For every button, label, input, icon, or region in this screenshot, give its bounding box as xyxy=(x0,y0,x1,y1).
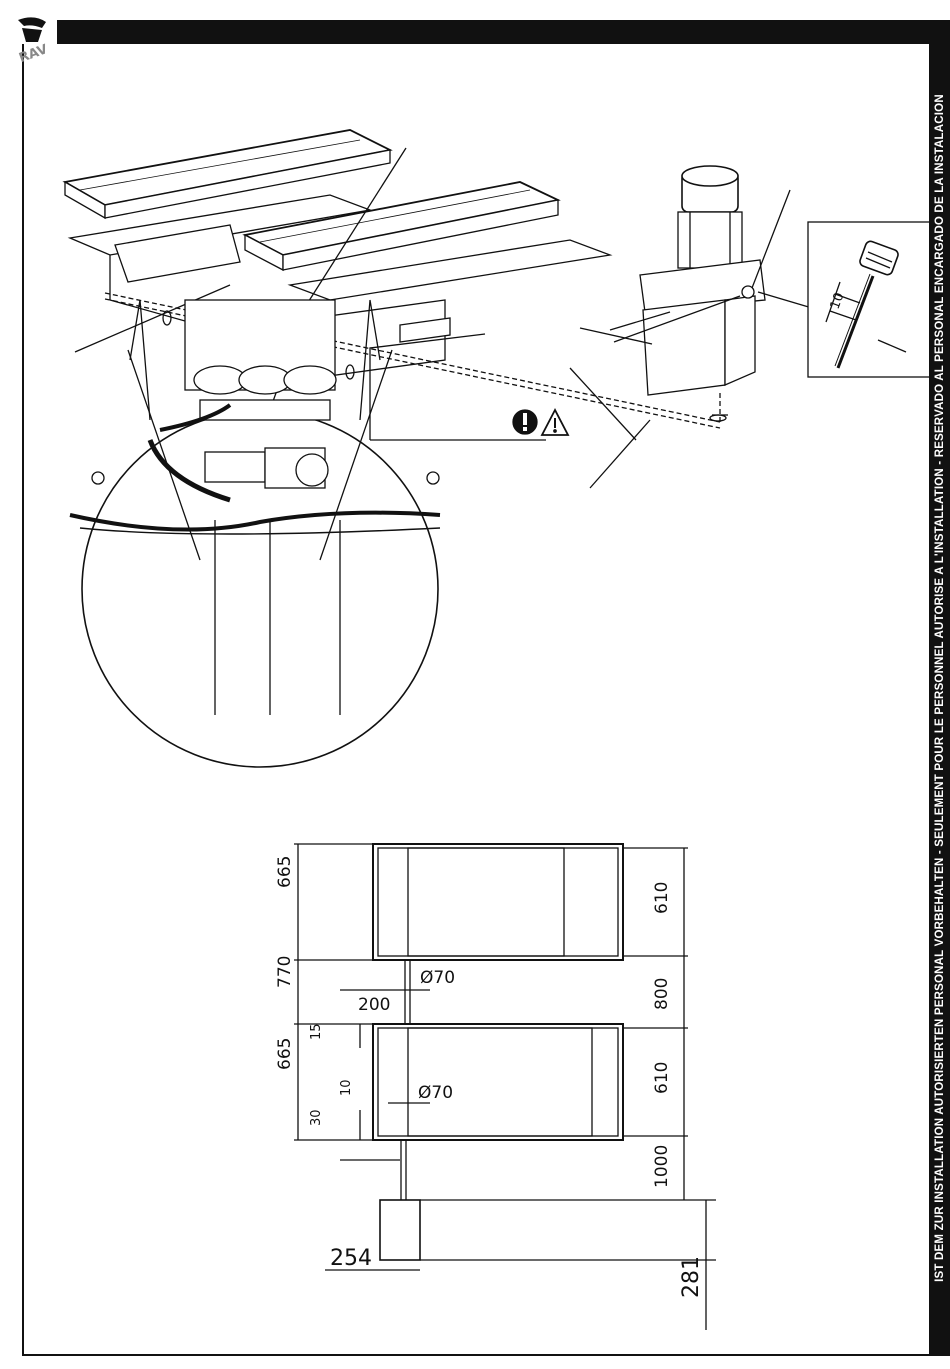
dim-right-610-top: 610 xyxy=(652,882,672,914)
dim-right-800: 800 xyxy=(652,978,672,1010)
side-notice-text: IST DEM ZUR INSTALLATION AUTORISIERTEN P… xyxy=(934,94,946,1282)
dim-left-770: 770 xyxy=(275,956,295,988)
dim-diameter-bottom: Ø70 xyxy=(418,1083,453,1103)
side-notice-bar: IST DEM ZUR INSTALLATION AUTORISIERTEN P… xyxy=(929,20,950,1356)
dim-right-1000: 1000 xyxy=(652,1145,672,1188)
dim-right-610-bottom: 610 xyxy=(652,1062,672,1094)
circle-detail xyxy=(70,300,440,767)
power-unit-illustration xyxy=(580,166,812,395)
dim-left-10: 10 xyxy=(339,1079,354,1096)
lift-platform-illustration xyxy=(65,130,728,488)
dipstick-detail xyxy=(808,222,929,377)
dim-left-665-bottom: 665 xyxy=(275,1038,295,1070)
dim-left-665-top: 665 xyxy=(275,856,295,888)
dim-diameter-top: Ø70 xyxy=(420,968,455,988)
warning-icons xyxy=(513,410,568,435)
dim-offset-200: 200 xyxy=(358,995,390,1015)
installation-drawing: 10 xyxy=(0,0,929,1354)
dim-width-254: 254 xyxy=(330,1246,372,1271)
dim-281: 281 xyxy=(679,1256,704,1298)
frame-bottom-border xyxy=(22,1354,929,1356)
dim-left-15: 15 xyxy=(309,1023,324,1040)
dim-left-30: 30 xyxy=(309,1109,324,1126)
